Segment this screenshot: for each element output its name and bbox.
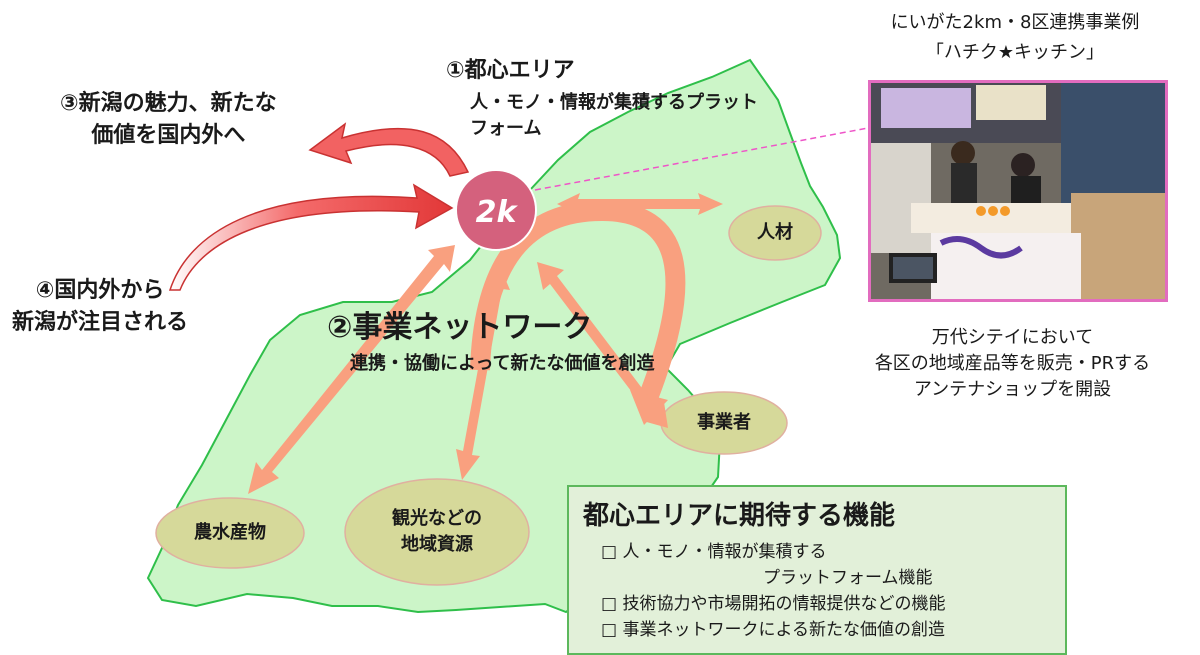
functions-item: □ 技術協力や市場開拓の情報提供などの機能 xyxy=(601,594,946,614)
outward-label-line1: ③新潟の魅力、新たな xyxy=(60,91,277,116)
photo-caption-line1: 万代シテイにおいて xyxy=(931,327,1094,348)
center-logo-text: 2k xyxy=(476,195,519,230)
node-label-kanko-line1: 観光などの xyxy=(392,508,482,529)
node-label-kanko-line2: 地域資源 xyxy=(401,534,473,555)
functions-item: □ 事業ネットワークによる新たな価値の創造 xyxy=(601,620,945,640)
photo-caption-line2: 各区の地域産品等を販売・PRする xyxy=(874,353,1151,374)
inward-label-line2: 新潟が注目される xyxy=(12,310,189,335)
shop-photo xyxy=(868,80,1168,302)
functions-title: 都心エリアに期待する機能 xyxy=(583,501,896,531)
outward-arrow xyxy=(308,122,470,177)
node-label-jigyosha: 事業者 xyxy=(697,412,751,433)
arrow-center-nosuisan xyxy=(248,245,455,494)
shop-photo-image xyxy=(871,83,1165,299)
functions-box: 都心エリアに期待する機能 □ 人・モノ・情報が集積する プラットフォーム機能 □… xyxy=(567,485,1067,655)
outward-label-line2: 価値を国内外へ xyxy=(91,123,246,148)
arrow-center-jinzai xyxy=(557,193,723,215)
functions-item: プラットフォーム機能 xyxy=(763,568,933,588)
diagram-canvas: 2k xyxy=(146,58,869,614)
network-arrows xyxy=(248,193,723,494)
niigata-map xyxy=(146,58,842,614)
inward-label: ④国内外から 新潟が注目される xyxy=(12,275,188,339)
network-title: ②事業ネットワーク xyxy=(327,310,593,345)
example-line2: 「ハチク★キッチン」 xyxy=(925,42,1105,63)
inward-arrow xyxy=(168,183,454,291)
photo-connector-line xyxy=(534,127,869,191)
photo-caption-line3: アンテナショップを開設 xyxy=(913,379,1112,400)
node-label-jinzai: 人材 xyxy=(757,222,793,243)
functions-item: □ 人・モノ・情報が集積する xyxy=(601,542,827,562)
example-heading: にいがた2km・8区連携事業例 「ハチク★キッチン」 xyxy=(850,8,1180,68)
node-kanko xyxy=(344,478,530,586)
network-subtitle: 連携・協働によって新たな価値を創造 xyxy=(350,353,655,374)
arrow-center-kanko xyxy=(456,262,510,480)
example-line1: にいがた2km・8区連携事業例 xyxy=(890,12,1140,33)
center-title: ①都心エリア xyxy=(446,58,575,83)
photo-caption: 万代シテイにおいて 各区の地域産品等を販売・PRする アンテナショップを開設 xyxy=(830,325,1195,403)
node-label-nosuisan: 農水産物 xyxy=(194,522,266,543)
node-nosuisan xyxy=(155,497,305,569)
center-logo-circle xyxy=(455,169,537,251)
center-subtitle: 人・モノ・情報が集積するプラットフォーム xyxy=(470,92,758,139)
node-label-kanko: 観光などの 地域資源 xyxy=(360,506,514,558)
node-jinzai xyxy=(728,205,822,261)
outward-label: ③新潟の魅力、新たな 価値を国内外へ xyxy=(60,88,277,152)
inward-label-line1: ④国内外から xyxy=(35,278,165,303)
arrow-center-jigyosha xyxy=(537,262,668,428)
